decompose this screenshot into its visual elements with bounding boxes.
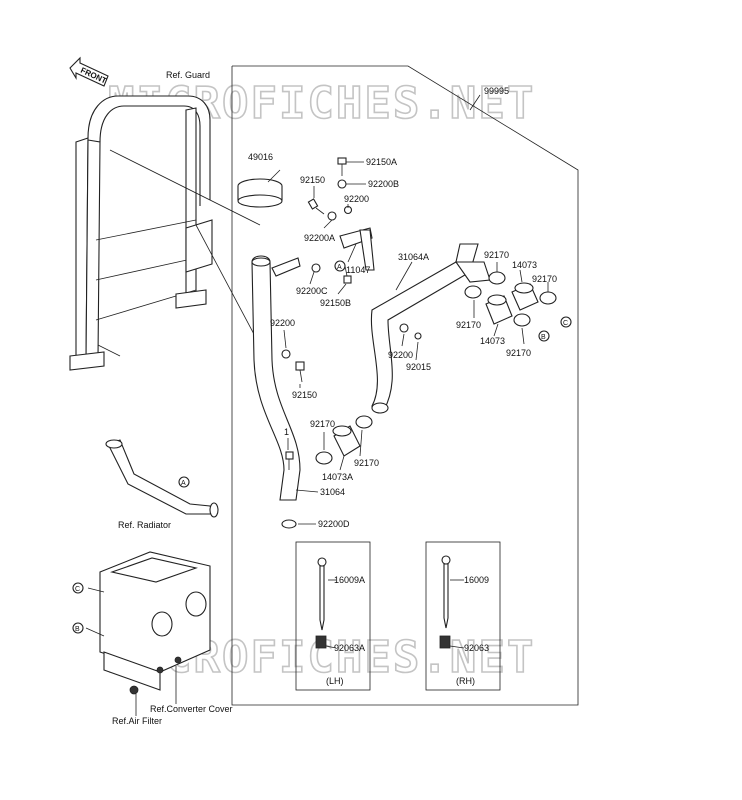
part-label: 92200B (368, 179, 399, 189)
part-label: 16009 (464, 575, 489, 585)
part-label: 14073 (512, 260, 537, 270)
clamp-92170-d (513, 313, 531, 327)
dipstick-16009 (441, 555, 451, 629)
part-label: 92200 (344, 194, 369, 204)
bolt-92150 (307, 198, 325, 215)
grommet-92063 (439, 635, 451, 649)
part-label: 92200D (318, 519, 350, 529)
ref-air-filter-label: Ref.Air Filter (112, 716, 162, 726)
part-label: 92150 (292, 390, 317, 400)
bolt-92150A (337, 157, 347, 176)
part-label: 92063A (334, 643, 365, 653)
inset-label-rh: (RH) (456, 676, 475, 686)
callout-c-upper: C (560, 316, 572, 328)
bolt-1 (285, 451, 294, 470)
part-label: 92150 (300, 175, 325, 185)
svg-text:B: B (75, 626, 80, 633)
svg-text:C: C (75, 586, 80, 593)
svg-text:A: A (337, 264, 342, 271)
part-label: 92200 (388, 350, 413, 360)
svg-text:C: C (563, 320, 568, 327)
washer-92200B (337, 179, 347, 189)
part-label: 99995 (484, 86, 509, 96)
clamp-92170-lower-a (315, 451, 333, 465)
part-label: 92015 (406, 362, 431, 372)
callout-c-lower: C (72, 582, 84, 594)
washer-92200D (281, 519, 297, 529)
washer-92200A (327, 211, 337, 221)
ref-converter-cover-label: Ref.Converter Cover (150, 704, 233, 714)
svg-text:A: A (181, 480, 186, 487)
guard-frame-illustration (69, 95, 261, 371)
part-label: 31064A (398, 252, 429, 262)
converter-air-filter-illustration (99, 551, 211, 695)
assembly-boundary (231, 65, 579, 706)
part-label: 1 (284, 427, 289, 437)
ref-radiator-label: Ref. Radiator (118, 520, 171, 530)
part-label: 14073A (322, 472, 353, 482)
part-label: 92170 (532, 274, 557, 284)
part-label: 92170 (354, 458, 379, 468)
callouts: A A B C B C (72, 260, 572, 634)
hose-31064 (251, 255, 301, 501)
clamp-92170-a (488, 271, 506, 285)
washer-92200-mid (281, 349, 291, 359)
part-label: 92170 (506, 348, 531, 358)
radiator-pipe-illustration (105, 439, 219, 518)
part-label: 92200A (304, 233, 335, 243)
part-label: 92150B (320, 298, 351, 308)
inset-box-lh (295, 541, 371, 691)
hose-14073-b (485, 294, 513, 325)
front-arrow-label: FRONT (79, 66, 108, 86)
dipstick-16009A (317, 557, 327, 631)
part-label: 31064 (320, 487, 345, 497)
callout-b-lower: B (72, 622, 84, 634)
callout-a-radiator: A (178, 476, 190, 488)
part-label: 92170 (456, 320, 481, 330)
washer-92200C (311, 263, 321, 273)
inset-label-lh: (LH) (326, 676, 344, 686)
svg-text:B: B (541, 334, 546, 341)
part-label: 92170 (310, 419, 335, 429)
grommet-92063A (315, 635, 327, 649)
clamp-92170-c (464, 285, 482, 299)
part-label: 92150A (366, 157, 397, 167)
part-label: 92170 (484, 250, 509, 260)
part-label: 92200C (296, 286, 328, 296)
inset-box-rh (425, 541, 501, 691)
bolt-92150B (343, 265, 352, 284)
front-arrow-icon (69, 56, 109, 87)
washer-92015 (414, 332, 422, 340)
part-label: 14073 (480, 336, 505, 346)
hose-14073A (332, 425, 361, 457)
hose-31064A (370, 243, 491, 414)
hose-14073-a (511, 282, 539, 311)
part-label: 92063 (464, 643, 489, 653)
part-label: 16009A (334, 575, 365, 585)
washer-92200-hose (399, 323, 409, 333)
callout-a-upper: A (334, 260, 346, 272)
part-label: 11047 (346, 265, 370, 275)
clamp-92170-lower-b (355, 415, 373, 429)
callout-b-upper: B (538, 330, 550, 342)
ref-guard-label: Ref. Guard (166, 70, 210, 80)
clamp-92170-b (539, 291, 557, 305)
part-label: 92200 (270, 318, 295, 328)
bolt-92150-lower (295, 361, 305, 383)
leader-lines (85, 94, 549, 649)
bracket-11047 (271, 227, 375, 277)
part-label: 49016 (248, 152, 273, 162)
breather-cap-49016 (237, 178, 283, 208)
part-labels: 99995 49016 92150A 92150 92200B 92200 92… (248, 86, 557, 653)
